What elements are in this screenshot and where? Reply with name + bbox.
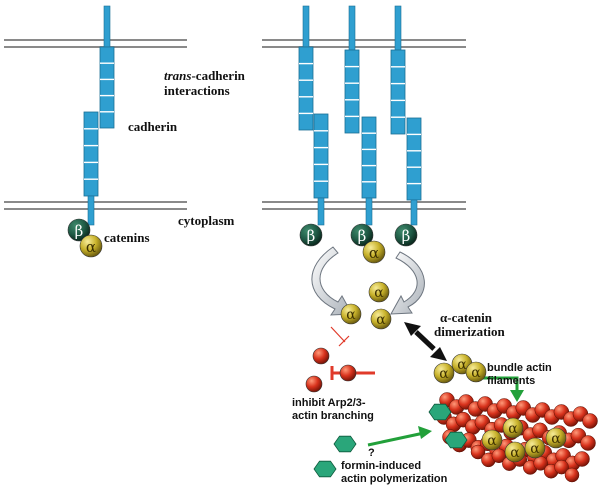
membrane-top-right: [262, 39, 466, 48]
formin-hexagon-2: [444, 431, 468, 449]
actin-monomer-1: [312, 347, 330, 365]
label-catenins: catenins: [104, 230, 150, 245]
actin-filament-1: [439, 392, 598, 429]
cadherin-right-2: [344, 5, 377, 226]
alpha-catenin-dimer-3-glyph: α: [439, 366, 449, 382]
alpha-catenin-free-3: α: [370, 308, 392, 330]
actin-subunit: [554, 459, 569, 475]
beta-catenin-1-glyph: β: [75, 222, 84, 240]
alpha-catenin-bound-2-glyph: α: [369, 244, 379, 262]
beta-catenin-3-glyph: β: [358, 227, 367, 245]
alpha-catenin-bundle-3-glyph: α: [530, 441, 540, 457]
alpha-catenin-dimer-1-glyph: α: [457, 357, 467, 373]
actin-subunit: [564, 467, 580, 483]
dimerization-double-arrow: [404, 322, 447, 361]
alpha-catenin-bound-2: α: [362, 240, 386, 264]
alpha-catenin-free-2-glyph: α: [346, 307, 356, 323]
membrane-bottom-right: [262, 201, 466, 210]
beta-catenin-2: β: [299, 223, 323, 247]
alpha-catenin-free-1-glyph: α: [374, 285, 384, 301]
alpha-catenin-bound-1: α: [79, 234, 103, 258]
label-interactions: interactions: [164, 83, 230, 98]
beta-catenin-4-glyph: β: [402, 227, 411, 245]
green-arrow-formin: [367, 426, 432, 447]
formin-hexagon-1: [428, 403, 452, 421]
alpha-catenin-bundle-4-glyph: α: [551, 431, 561, 447]
alpha-catenin-bundle-3: α: [524, 437, 546, 459]
alpha-catenin-dimer-3: α: [433, 362, 455, 384]
label-alpha-catenin: α-catenin: [440, 310, 493, 325]
cadherin-right-1: [298, 5, 329, 226]
beta-catenin-1: β: [67, 218, 91, 242]
alpha-catenin-free-1: α: [368, 281, 390, 303]
alpha-catenin-bundle-2-glyph: α: [508, 421, 518, 437]
actin-monomer-2: [339, 364, 357, 382]
actin-monomer-3: [305, 375, 323, 393]
label-question: ?: [368, 447, 375, 459]
label-actin-polymerization: actin polymerization: [341, 473, 448, 485]
label-formin-induced: formin-induced: [341, 460, 421, 472]
alpha-catenin-dimer-2-glyph: α: [471, 365, 481, 381]
formin-hexagon-3: [333, 435, 357, 453]
actin-subunit: [580, 435, 596, 451]
alpha-catenin-bundle-1-glyph: α: [487, 433, 497, 449]
label-filaments: filaments: [487, 375, 535, 387]
actin-subunit: [470, 444, 486, 460]
cadherin-right-3: [390, 5, 422, 226]
label-bundle-actin: bundle actin: [487, 362, 552, 374]
membrane-bottom-left: [4, 201, 187, 210]
beta-catenin-2-glyph: β: [307, 227, 316, 245]
alpha-catenin-free-2: α: [340, 303, 362, 325]
formin-hexagon-4: [313, 460, 337, 478]
green-arrow-bundle: [471, 376, 524, 402]
label-actin-branching: actin branching: [292, 410, 374, 422]
actin-subunit: [574, 451, 590, 467]
label-inhibit-arp: inhibit Arp2/3-: [292, 397, 366, 409]
alpha-catenin-bundle-5-glyph: α: [510, 445, 520, 461]
curved-arrow-left: [311, 246, 353, 316]
alpha-catenin-dimer-2: α: [465, 361, 487, 383]
membrane-top-left: [4, 39, 187, 48]
beta-catenin-4: β: [394, 223, 418, 247]
label-trans-cadherin: trans-cadherin: [164, 68, 246, 83]
alpha-catenin-bundle-2: α: [502, 417, 524, 439]
actin-subunit: [582, 413, 598, 429]
alpha-catenin-bundle-4: α: [545, 427, 567, 449]
alpha-catenin-bundle-1: α: [481, 429, 503, 451]
alpha-catenin-bundle-5: α: [504, 441, 526, 463]
cadherin-group: [83, 5, 422, 226]
alpha-catenin-bound-1-glyph: α: [86, 238, 96, 256]
actin-filament-4: [470, 444, 580, 483]
label-dimerization: dimerization: [434, 324, 506, 339]
beta-catenin-3: β: [350, 223, 374, 247]
cadherin-left: [83, 5, 115, 226]
curved-arrow-right: [390, 251, 425, 315]
label-cytoplasm: cytoplasm: [178, 213, 235, 228]
inhibit-symbol-small: [330, 326, 350, 347]
actin-filament-bundle: [436, 392, 598, 483]
label-cadherin: cadherin: [128, 119, 178, 134]
alpha-catenin-free-3-glyph: α: [376, 312, 386, 328]
